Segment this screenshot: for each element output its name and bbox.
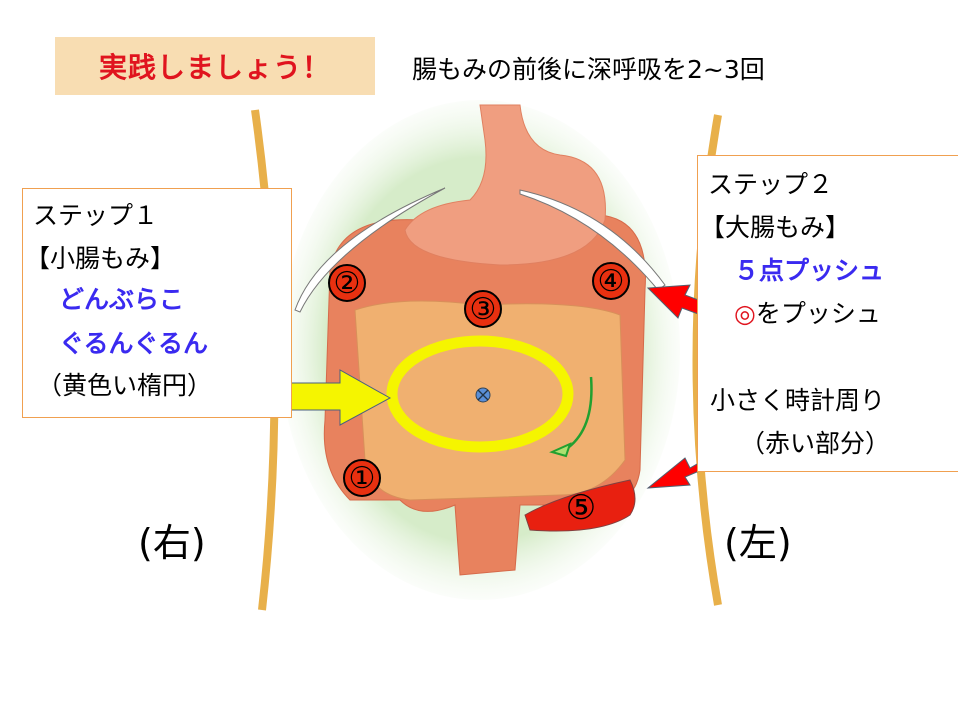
step2-note: （赤い部分） [740,429,891,458]
push-points [328,262,630,497]
step1-chant1: どんぶらこ [59,285,185,314]
step1-note: （黄色い楕円） [37,371,213,400]
push-text: をプッシュ [755,299,881,328]
page-title: 腸もみの前後に深呼吸を2~3回 [412,55,765,84]
yellow-ellipse [386,335,574,453]
point-3: ③ [469,292,497,327]
step2-push: ５点プッシュ [734,256,885,285]
step1-box: ステップ１ 【小腸もみ】 どんぶらこ ぐるんぐるん （黄色い楕円） [22,188,292,418]
red-area [524,479,636,532]
point-5: ⑤ [565,488,597,528]
double-circle-icon: ◎ [734,299,756,328]
step1-name: 【小腸もみ】 [25,244,176,273]
practice-badge: 実践しましょう！ [55,37,375,95]
point-1: ① [348,461,376,496]
point-4: ④ [597,264,625,299]
stomach [404,104,606,266]
step1-heading: ステップ１ [33,201,159,230]
right-side-label: (右) [138,521,206,565]
step2-clockwise: 小さく時計周り [710,386,886,415]
left-side-label: (左) [724,521,792,565]
clockwise-arrow [564,376,593,452]
step2-box: ステップ２ 【大腸もみ】 ５点プッシュ ◎をプッシュ 小さく時計周り （赤い部分… [697,155,958,472]
left-rib [294,187,446,313]
point-2: ② [333,266,361,301]
step2-heading: ステップ２ [708,170,834,199]
step1-chant2: ぐるんぐるん [59,329,209,358]
step2-push-line: ◎をプッシュ [734,299,881,329]
step2-name: 【大腸もみ】 [700,213,851,242]
